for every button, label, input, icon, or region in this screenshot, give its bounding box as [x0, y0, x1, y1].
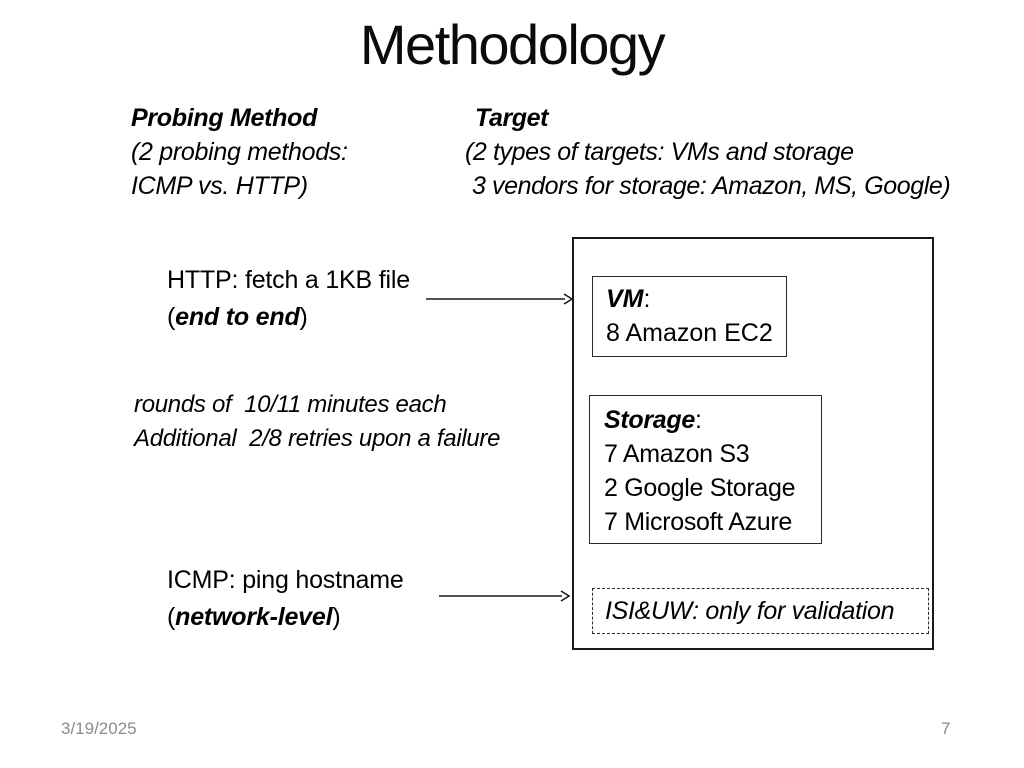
target-heading: Target	[475, 104, 549, 132]
probing-method-block: Probing Method (2 probing methods: ICMP …	[131, 101, 348, 203]
targets-container-box	[572, 237, 934, 650]
http-arrow	[426, 292, 574, 311]
probing-method-line2: (2 probing methods:	[131, 138, 348, 166]
storage-box-heading: Storage	[604, 406, 695, 434]
target-line3: 3 vendors for storage: Amazon, MS, Googl…	[472, 172, 951, 200]
paren-open: (	[167, 603, 176, 631]
storage-box-colon: :	[694, 406, 702, 434]
probing-method-line3: ICMP vs. HTTP)	[131, 172, 308, 200]
vm-box: VM: 8 Amazon EC2	[592, 276, 787, 357]
http-probe-label: HTTP: fetch a 1KB file (end to end)	[167, 262, 410, 336]
schedule-line2: Additional 2/8 retries upon a failure	[134, 425, 501, 452]
icmp-arrow-icon	[439, 590, 571, 602]
storage-box-line-google: 2 Google Storage	[604, 474, 796, 502]
validation-box: ISI&UW: only for validation	[592, 588, 929, 634]
storage-box: Storage: 7 Amazon S3 2 Google Storage 7 …	[589, 395, 822, 544]
vm-box-line2: 8 Amazon EC2	[606, 319, 773, 347]
page-title: Methodology	[359, 13, 666, 76]
http-probe-line1: HTTP: fetch a 1KB file	[167, 266, 410, 294]
http-probe-line2: (end to end)	[167, 299, 410, 336]
validation-box-text: ISI&UW: only for validation	[605, 596, 895, 625]
footer-page-number: 7	[941, 719, 951, 738]
vm-box-colon: :	[643, 285, 651, 313]
icmp-probe-line2: (network-level)	[167, 599, 404, 636]
icmp-probe-emphasis: network-level	[175, 603, 333, 631]
icmp-probe-line1: ICMP: ping hostname	[167, 566, 404, 594]
paren-open: (	[167, 303, 176, 331]
storage-box-line-amazon: 7 Amazon S3	[604, 440, 750, 468]
icmp-probe-label: ICMP: ping hostname (network-level)	[167, 562, 404, 636]
target-block: Target (2 types of targets: VMs and stor…	[465, 101, 951, 203]
target-line2: (2 types of targets: VMs and storage	[465, 138, 854, 166]
storage-box-line-azure: 7 Microsoft Azure	[604, 508, 793, 536]
vm-box-heading-line: VM:	[606, 282, 786, 316]
vm-box-heading: VM	[606, 285, 644, 313]
schedule-line1: rounds of 10/11 minutes each	[134, 391, 447, 418]
probing-method-heading: Probing Method	[131, 104, 318, 132]
paren-close: )	[299, 303, 308, 331]
footer-date: 3/19/2025	[61, 719, 137, 738]
icmp-arrow	[439, 589, 571, 608]
schedule-note: rounds of 10/11 minutes each Additional …	[134, 388, 500, 456]
http-arrow-icon	[426, 293, 574, 305]
storage-box-heading-line: Storage:	[604, 403, 821, 437]
paren-close: )	[332, 603, 341, 631]
http-probe-emphasis: end to end	[175, 303, 300, 331]
